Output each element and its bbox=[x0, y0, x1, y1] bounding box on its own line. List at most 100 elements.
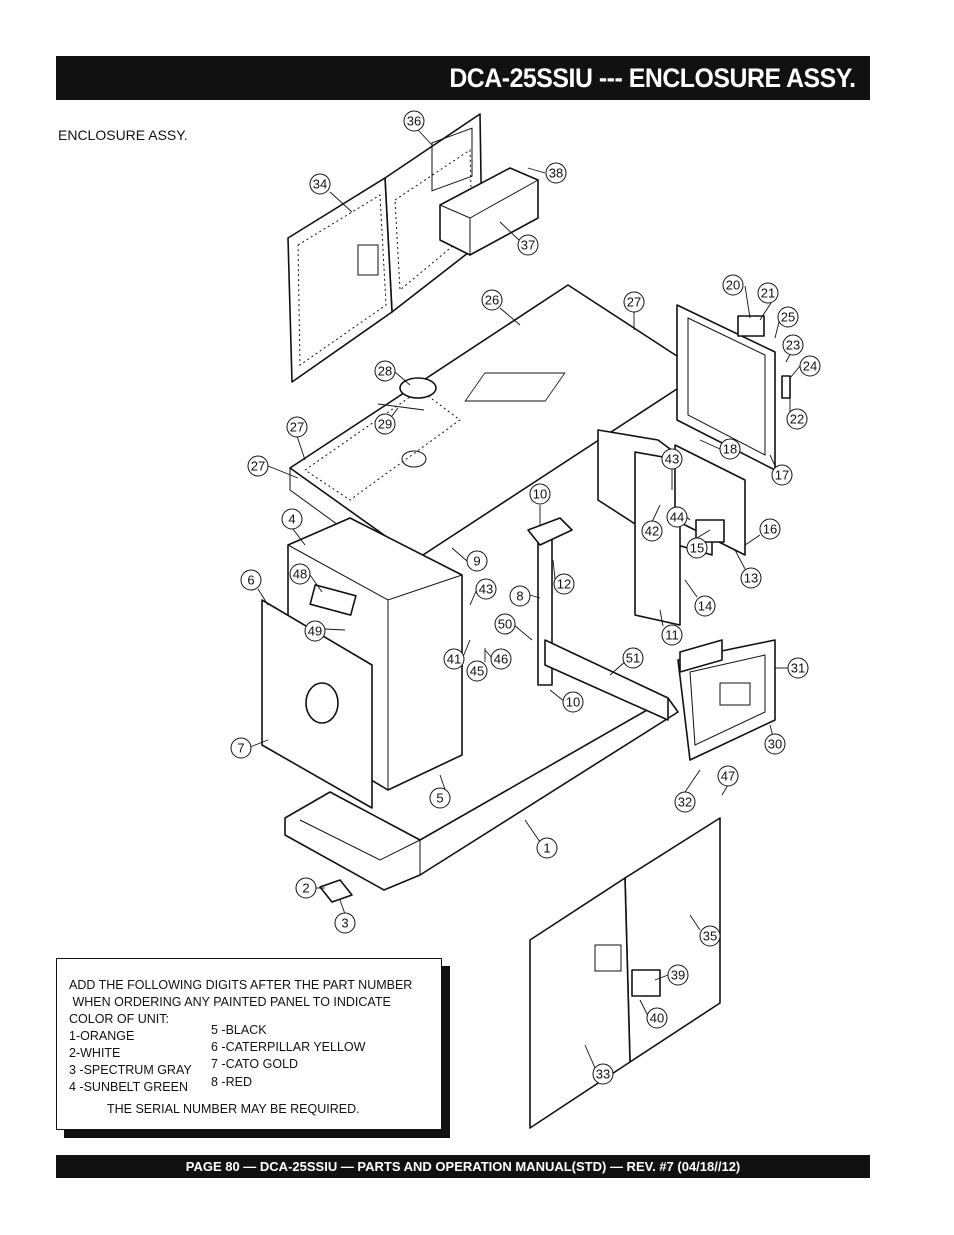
callout-32: 32 bbox=[674, 791, 696, 813]
page-title: DCA-25SSIU --- ENCLOSURE ASSY. bbox=[449, 62, 857, 93]
svg-text:10: 10 bbox=[566, 695, 580, 710]
part-28-fuel-cap bbox=[377, 377, 437, 468]
callout-33: 33 bbox=[592, 1063, 614, 1085]
part-34-side-panel bbox=[287, 177, 393, 383]
callout-2: 2 bbox=[295, 877, 317, 899]
svg-text:44: 44 bbox=[670, 510, 684, 525]
svg-text:51: 51 bbox=[626, 651, 640, 666]
svg-text:48: 48 bbox=[293, 567, 307, 582]
footer-text: PAGE 80 — DCA-25SSIU — PARTS AND OPERATI… bbox=[185, 1159, 741, 1174]
svg-text:12: 12 bbox=[557, 577, 571, 592]
svg-text:33: 33 bbox=[596, 1067, 610, 1082]
color-option: 4 -SUNBELT GREEN bbox=[69, 1080, 189, 1094]
svg-text:38: 38 bbox=[549, 166, 563, 181]
callout-6: 6 bbox=[240, 569, 262, 591]
callout-47: 47 bbox=[717, 765, 739, 787]
svg-text:25: 25 bbox=[781, 310, 795, 325]
svg-text:28: 28 bbox=[378, 364, 392, 379]
callout-40: 40 bbox=[646, 1007, 668, 1029]
color-option: 6 -CATERPILLAR YELLOW bbox=[211, 1040, 366, 1054]
part-30-end-grille bbox=[677, 639, 776, 761]
svg-text:43: 43 bbox=[479, 582, 493, 597]
svg-text:8: 8 bbox=[516, 589, 523, 604]
callout-27: 27 bbox=[623, 291, 645, 313]
svg-text:4: 4 bbox=[288, 512, 295, 527]
callout-10: 10 bbox=[529, 483, 551, 505]
svg-text:9: 9 bbox=[473, 554, 480, 569]
callout-11: 11 bbox=[661, 624, 683, 646]
callout-37: 37 bbox=[517, 234, 539, 256]
svg-text:20: 20 bbox=[726, 278, 740, 293]
callout-43: 43 bbox=[661, 448, 683, 470]
callout-50: 50 bbox=[494, 613, 516, 635]
callout-24: 24 bbox=[799, 355, 821, 377]
callout-21: 21 bbox=[757, 282, 779, 304]
callout-35: 35 bbox=[699, 925, 721, 947]
callout-44: 44 bbox=[666, 506, 688, 528]
callout-22: 22 bbox=[786, 408, 808, 430]
serial-note: THE SERIAL NUMBER MAY BE REQUIRED. bbox=[107, 1102, 360, 1116]
callout-7: 7 bbox=[230, 737, 252, 759]
svg-text:43: 43 bbox=[665, 452, 679, 467]
part-2-bracket bbox=[319, 879, 353, 903]
callout-48: 48 bbox=[289, 563, 311, 585]
callout-51: 51 bbox=[622, 647, 644, 669]
callout-13: 13 bbox=[740, 567, 762, 589]
callout-4: 4 bbox=[281, 508, 303, 530]
leader-lines bbox=[249, 129, 801, 1069]
color-option: 1-ORANGE bbox=[69, 1029, 135, 1043]
svg-text:22: 22 bbox=[790, 412, 804, 427]
callout-14: 14 bbox=[694, 595, 716, 617]
svg-text:3: 3 bbox=[341, 916, 348, 931]
svg-text:50: 50 bbox=[498, 617, 512, 632]
callout-25: 25 bbox=[777, 306, 799, 328]
callout-20: 20 bbox=[722, 274, 744, 296]
callout-49: 49 bbox=[304, 620, 326, 642]
callout-15: 15 bbox=[686, 537, 708, 559]
part-37-duct bbox=[439, 167, 539, 256]
svg-text:11: 11 bbox=[665, 628, 679, 643]
page-title-bar: DCA-25SSIU --- ENCLOSURE ASSY. bbox=[56, 56, 870, 100]
svg-text:40: 40 bbox=[650, 1011, 664, 1026]
callout-42: 42 bbox=[641, 520, 663, 542]
part-1-base-frame bbox=[284, 639, 679, 891]
callout-10-b: 10 bbox=[562, 691, 584, 713]
part-6-side-door bbox=[261, 599, 373, 809]
svg-text:17: 17 bbox=[775, 468, 789, 483]
callout-9: 9 bbox=[466, 550, 488, 572]
svg-text:27: 27 bbox=[627, 295, 641, 310]
svg-text:37: 37 bbox=[521, 238, 535, 253]
svg-text:10: 10 bbox=[533, 487, 547, 502]
callout-23: 23 bbox=[782, 334, 804, 356]
svg-text:2: 2 bbox=[302, 881, 309, 896]
svg-text:16: 16 bbox=[763, 522, 777, 537]
callout-27-b: 27 bbox=[286, 416, 308, 438]
callout-17: 17 bbox=[771, 464, 793, 486]
svg-text:1: 1 bbox=[543, 841, 550, 856]
note-line-1: ADD THE FOLLOWING DIGITS AFTER THE PART … bbox=[69, 978, 413, 992]
svg-text:27: 27 bbox=[251, 459, 265, 474]
svg-text:41: 41 bbox=[447, 652, 461, 667]
color-option: 5 -BLACK bbox=[211, 1023, 267, 1037]
color-option: 8 -RED bbox=[211, 1075, 252, 1089]
svg-text:47: 47 bbox=[721, 769, 735, 784]
section-label: ENCLOSURE ASSY. bbox=[58, 127, 188, 143]
callout-27-c: 27 bbox=[247, 455, 269, 477]
note-line-3: COLOR OF UNIT: bbox=[69, 1012, 170, 1026]
callout-1: 1 bbox=[536, 837, 558, 859]
svg-text:34: 34 bbox=[313, 177, 327, 192]
callout-34: 34 bbox=[309, 173, 331, 195]
svg-text:35: 35 bbox=[703, 929, 717, 944]
svg-text:24: 24 bbox=[803, 359, 817, 374]
svg-text:32: 32 bbox=[678, 795, 692, 810]
color-code-note: ADD THE FOLLOWING DIGITS AFTER THE PART … bbox=[56, 958, 442, 1130]
svg-text:42: 42 bbox=[645, 524, 659, 539]
callout-8: 8 bbox=[509, 585, 531, 607]
svg-text:21: 21 bbox=[761, 286, 775, 301]
svg-text:23: 23 bbox=[786, 338, 800, 353]
svg-text:6: 6 bbox=[247, 573, 254, 588]
svg-text:26: 26 bbox=[485, 293, 499, 308]
callout-3: 3 bbox=[334, 912, 356, 934]
svg-text:27: 27 bbox=[290, 420, 304, 435]
